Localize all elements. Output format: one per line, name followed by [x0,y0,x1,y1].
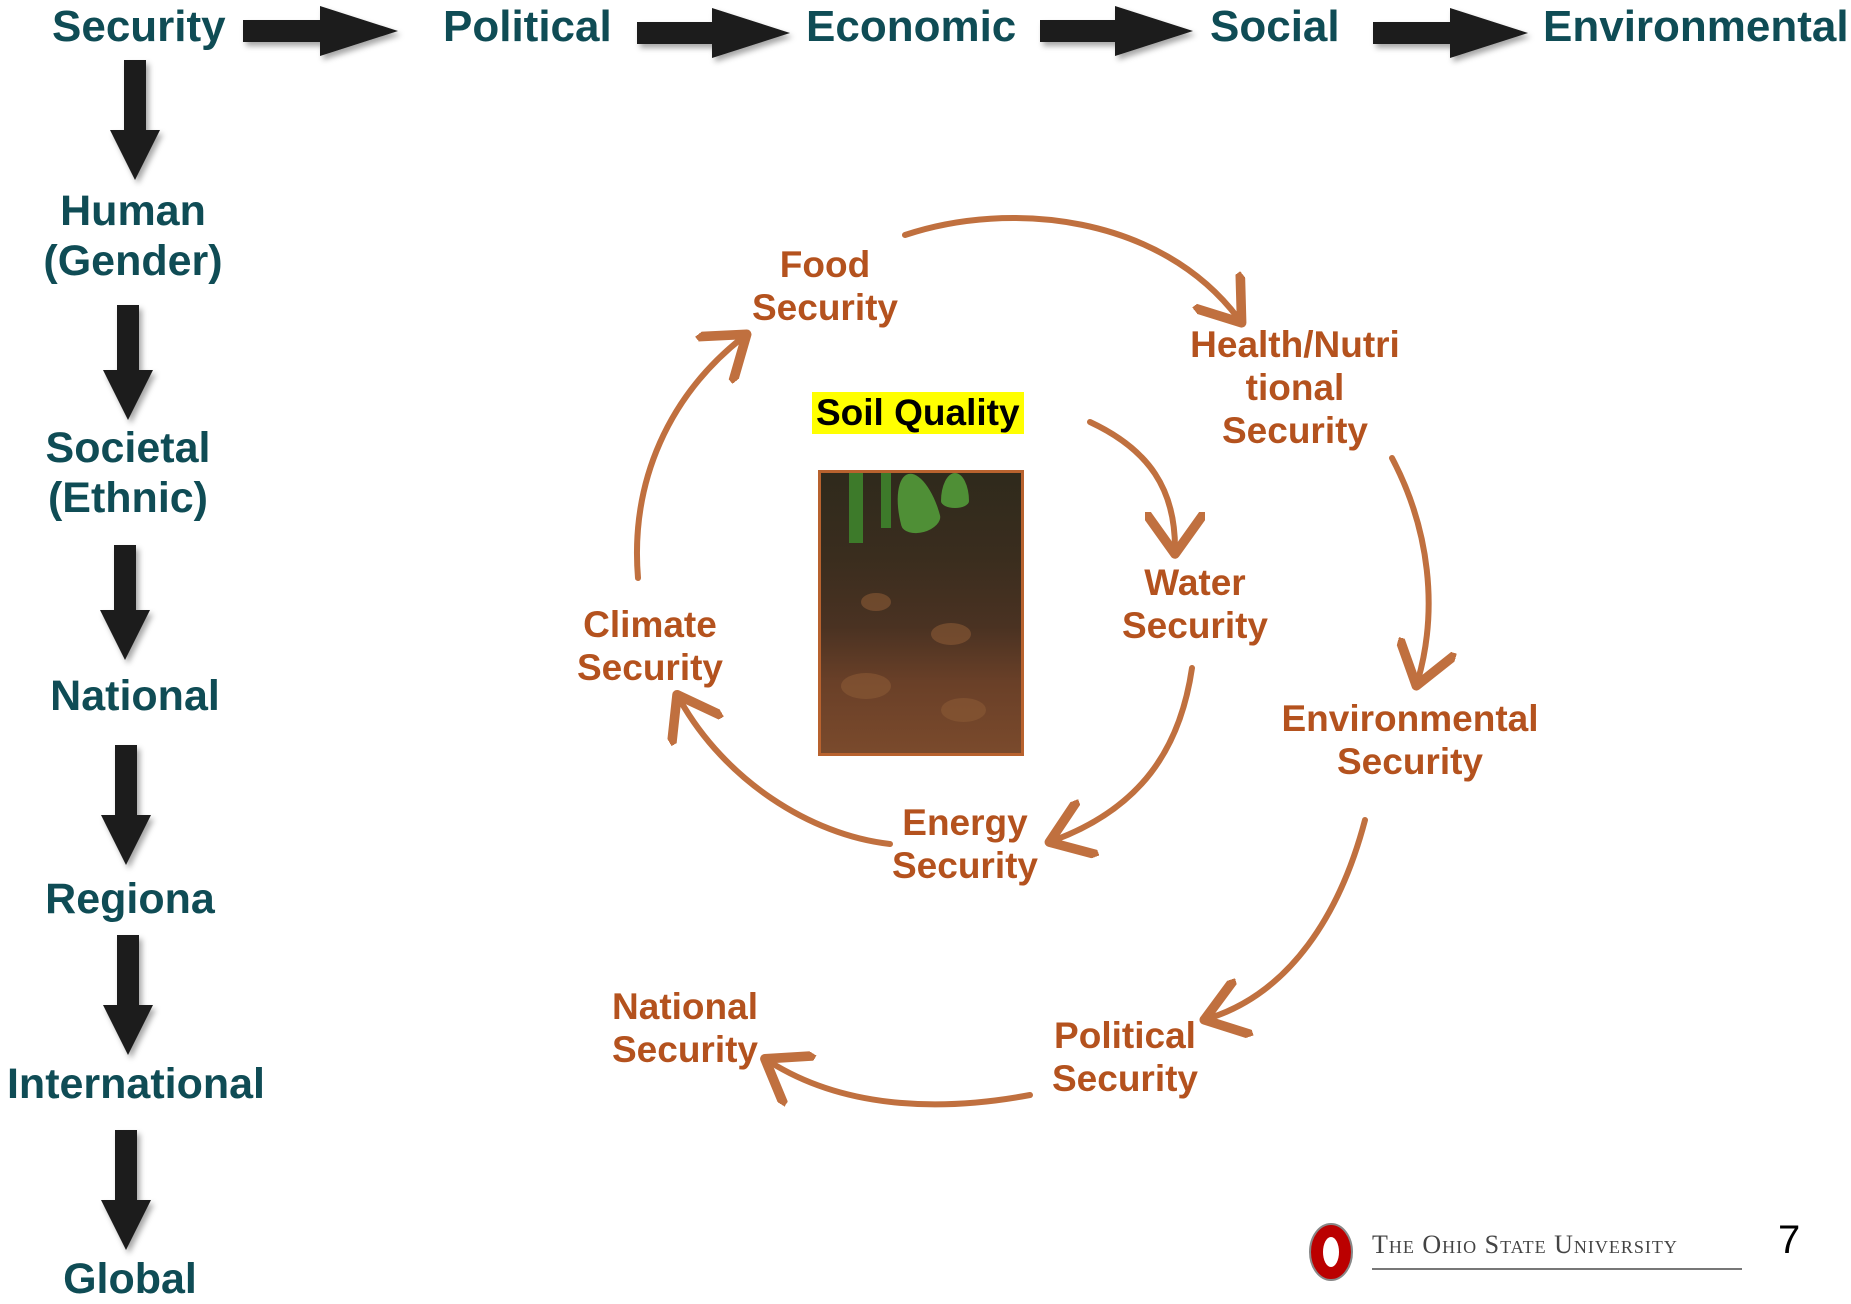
national-line2: Security [611,1029,758,1070]
climate-line2: Security [576,647,723,688]
cycle-arrow-environmental-to-political [1210,817,1368,1018]
cycle-arrow-soil-to-water [1087,419,1175,548]
environmental-line2: Security [1336,741,1483,782]
label-regional: Regiona [45,875,215,923]
label-political: Political [443,2,612,51]
page-number: 7 [1778,1218,1801,1262]
cycle-arrow-energy-to-climate [680,700,893,847]
block-arrow-down-5 [103,935,153,1055]
block-arrow-political-economic [637,8,790,58]
block-arrow-down-1 [110,60,160,180]
food-line1: Food [779,244,871,285]
block-arrow-social-environmental [1373,8,1528,58]
label-human: Human (Gender) [38,186,228,286]
label-societal-line2: (Ethnic) [47,474,209,522]
cycle-arrow-climate-to-food [634,338,742,581]
political-line2: Security [1051,1058,1198,1099]
label-human-line2: (Gender) [43,237,223,285]
label-national: National [50,672,220,720]
cycle-label-food-security: Food Security [730,243,920,329]
health-line2: tional [1245,367,1345,408]
label-security: Security [52,2,226,51]
label-societal: Societal (Ethnic) [28,423,228,523]
soil-quality-label: Soil Quality [812,392,1024,434]
health-line1: Health/Nutri [1190,324,1400,365]
label-societal-line1: Societal [45,424,211,472]
cycle-label-energy-security: Energy Security [870,801,1060,887]
cycle-arrow-water-to-energy [1055,665,1195,840]
label-social: Social [1210,2,1340,51]
label-environmental: Environmental [1543,2,1849,51]
water-line1: Water [1144,562,1246,603]
climate-line1: Climate [583,604,717,645]
block-arrow-security-political [243,6,398,56]
cycle-label-water-security: Water Security [1100,561,1290,647]
energy-line2: Security [891,845,1038,886]
cycle-label-environmental-security: Environmental Security [1270,697,1550,783]
soil-photo [818,470,1024,756]
cycle-label-national-security: National Security [590,985,780,1071]
block-arrow-economic-social [1040,6,1193,56]
cycle-arrow-health-to-environmental [1389,455,1429,680]
cycle-label-health-security: Health/Nutri tional Security [1170,323,1420,452]
environmental-line1: Environmental [1281,698,1539,739]
health-line3: Security [1221,410,1368,451]
national-line1: National [612,986,758,1027]
energy-line1: Energy [902,802,1028,843]
block-arrow-down-6 [101,1130,151,1250]
label-international: International [6,1060,266,1108]
label-global: Global [63,1255,197,1303]
logo-underline [1372,1268,1742,1270]
food-line2: Security [751,287,898,328]
block-arrow-down-4 [101,745,151,865]
water-line2: Security [1121,605,1268,646]
cycle-label-climate-security: Climate Security [555,603,745,689]
political-line1: Political [1054,1015,1196,1056]
block-arrow-down-3 [100,545,150,660]
block-arrow-down-2 [103,305,153,420]
block-o-icon [1309,1223,1353,1281]
cycle-arrow-political-to-national [770,1062,1033,1108]
label-economic: Economic [806,2,1017,51]
osu-wordmark: The Ohio State University [1372,1230,1678,1259]
label-human-line1: Human [60,187,206,235]
cycle-label-political-security: Political Security [1030,1014,1220,1100]
cycle-arrow-food-to-health [902,215,1238,318]
